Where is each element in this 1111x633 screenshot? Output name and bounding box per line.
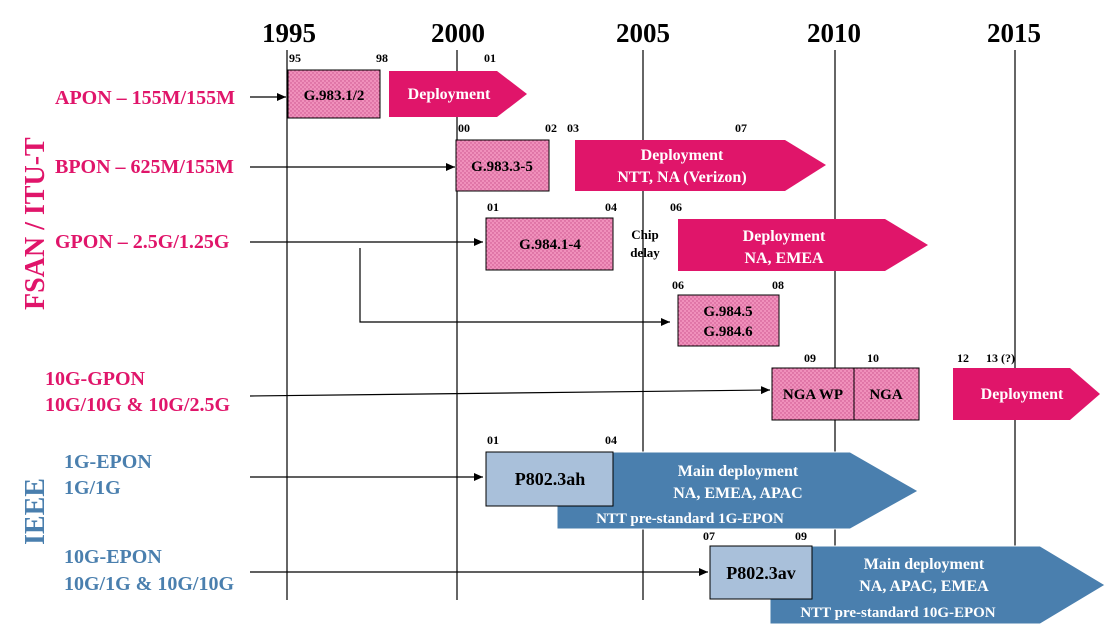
bpon-deployment-title: Deployment <box>641 147 724 164</box>
bpon-tick-00: 00 <box>458 121 470 135</box>
row-label-1g-epon: 1G-EPON <box>64 451 152 473</box>
xgpon-nga-wp-label: NGA WP <box>783 387 843 403</box>
bpon-deployment-regions: NTT, NA (Verizon) <box>617 169 746 186</box>
row-label-apon: APON – 155M/155M <box>55 87 235 109</box>
gpon-ext-tick-06: 06 <box>672 278 684 292</box>
bpon-tick-03: 03 <box>567 121 579 135</box>
apon-deployment-label: Deployment <box>408 86 491 103</box>
xgpon-deployment-label: Deployment <box>981 386 1064 403</box>
gpon-note-delay: delay <box>630 245 660 260</box>
row-label-1g-epon-rates: 1G/1G <box>64 477 121 499</box>
epon-deployment-arrow <box>556 451 920 530</box>
xepon-deployment-title: Main deployment <box>864 556 985 573</box>
epon-standard-box <box>485 451 614 507</box>
apon-tick-01: 01 <box>484 51 496 65</box>
apon-tick-95: 95 <box>289 51 301 65</box>
gpon-ext-standard-1: G.984.5 <box>703 304 752 320</box>
bpon-standard-label: G.983.3-5 <box>471 159 533 175</box>
xepon-tick-09: 09 <box>795 529 807 543</box>
gpon-tick-06: 06 <box>670 200 682 214</box>
group-label-ieee: IEEE <box>20 478 51 545</box>
gpon-extension-arrow <box>359 248 670 326</box>
epon-pre-standard-label: NTT pre-standard 1G-EPON <box>596 511 784 527</box>
year-label-2015: 2015 <box>987 18 1041 48</box>
xepon-deployment-regions: NA, APAC, EMEA <box>859 578 989 595</box>
xgpon-tick-09: 09 <box>804 351 816 365</box>
xgpon-arrow <box>249 386 771 397</box>
xgpon-nga-box <box>853 367 920 421</box>
row-label-10g-gpon: 10G-GPON <box>45 368 146 390</box>
epon-standard-label: P802.3ah <box>515 469 586 489</box>
gpon-deployment-title: Deployment <box>743 228 826 245</box>
xgpon-deployment-arrow <box>953 368 1100 420</box>
row-label-bpon: BPON – 625M/155M <box>55 156 234 178</box>
row-label-10g-gpon-rates: 10G/10G & 10G/2.5G <box>45 394 230 416</box>
year-label-2005: 2005 <box>616 18 670 48</box>
bpon-tick-02: 02 <box>545 121 557 135</box>
apon-tick-98: 98 <box>376 51 388 65</box>
epon-deployment-regions: NA, EMEA, APAC <box>673 485 802 502</box>
row-label-10g-epon-rates: 10G/1G & 10G/10G <box>64 573 234 595</box>
epon-tick-04: 04 <box>605 433 617 447</box>
bpon-deployment-arrow <box>575 140 826 191</box>
xgpon-nga-label: NGA <box>869 387 903 403</box>
xgpon-tick-13: 13 (?) <box>986 351 1015 365</box>
year-label-2010: 2010 <box>807 18 861 48</box>
gpon-tick-01: 01 <box>487 200 499 214</box>
xepon-standard-box <box>709 545 813 600</box>
xepon-deployment-arrow <box>769 545 1106 625</box>
epon-tick-01: 01 <box>487 433 499 447</box>
epon-deployment-title: Main deployment <box>678 463 799 480</box>
gpon-deployment-arrow <box>678 219 928 271</box>
gpon-ext-tick-08: 08 <box>772 278 784 292</box>
year-label-2000: 2000 <box>431 18 485 48</box>
bpon-tick-07: 07 <box>735 121 747 135</box>
xgpon-tick-12: 12 <box>957 351 969 365</box>
xepon-tick-07: 07 <box>703 529 715 543</box>
gpon-note-chip: Chip <box>631 227 658 242</box>
gpon-ext-standard-box <box>677 294 780 347</box>
gpon-tick-04: 04 <box>605 200 617 214</box>
gpon-ext-standard-2: G.984.6 <box>703 324 753 340</box>
group-label-fsan: FSAN / ITU-T <box>20 137 51 310</box>
gpon-standard-label: G.984.1-4 <box>519 237 581 253</box>
xgpon-tick-10: 10 <box>867 351 879 365</box>
apon-standard-label: G.983.1/2 <box>304 88 365 104</box>
year-label-1995: 1995 <box>262 18 316 48</box>
xepon-pre-standard-label: NTT pre-standard 10G-EPON <box>800 605 995 621</box>
gpon-standard-box <box>485 217 614 271</box>
apon-standard-box <box>287 69 381 119</box>
bpon-standard-box <box>455 139 550 192</box>
row-label-10g-epon: 10G-EPON <box>64 546 162 568</box>
gpon-deployment-regions: NA, EMEA <box>744 250 824 267</box>
row-label-gpon: GPON – 2.5G/1.25G <box>55 231 230 253</box>
apon-deployment-arrow <box>389 71 527 117</box>
xepon-standard-label: P802.3av <box>726 563 796 583</box>
